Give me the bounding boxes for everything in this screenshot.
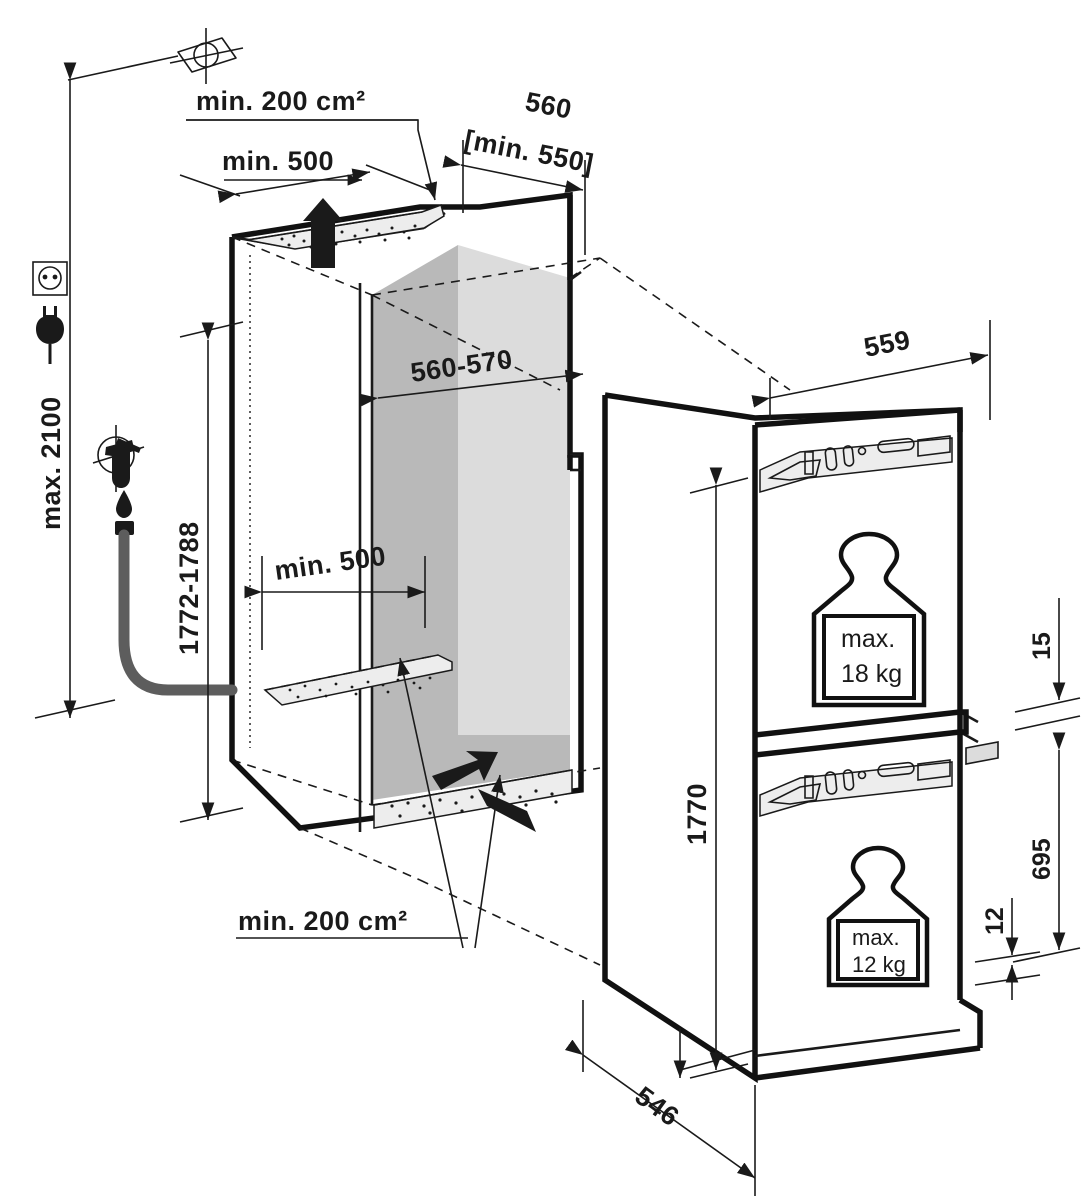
water-valve-tap-icon xyxy=(92,425,145,492)
lower-door-height-label: 695 xyxy=(1028,838,1056,880)
niche-height-label: 1772-1788 xyxy=(174,521,204,655)
side-label-tab xyxy=(965,741,999,765)
weight-lower-prefix-label: max. xyxy=(852,925,900,950)
max-height-dimension xyxy=(34,62,116,719)
top-vent-label: min. 200 cm² xyxy=(196,86,366,116)
top-depth-label: min. 500 xyxy=(222,146,334,176)
bottom-front-ventilation-slot xyxy=(373,769,573,829)
niche-width-dimension xyxy=(359,369,584,407)
airflow-up-arrow-icon xyxy=(303,198,343,268)
top-vent-leader xyxy=(186,119,438,201)
weight-max-18kg-icon xyxy=(811,531,927,708)
bottom-gap-dimension xyxy=(974,898,1041,1000)
top-gap-dimension xyxy=(1014,598,1081,731)
bottom-depth-dimension xyxy=(244,556,426,650)
bottom-front-slot-stipple xyxy=(390,789,558,818)
upper-door-handle-strip xyxy=(759,435,953,493)
niche-depth-min-label: [min. 550] xyxy=(462,124,596,178)
appliance-depth-label: 546 xyxy=(629,1081,684,1133)
power-socket-icon xyxy=(32,261,68,296)
appliance-depth-dimension xyxy=(564,1000,756,1196)
niche-height-dimension xyxy=(179,321,244,823)
top-gap-label: 15 xyxy=(1028,632,1056,660)
weight-lower-value-label: 12 kg xyxy=(852,952,906,977)
weight-max-12kg-icon xyxy=(826,845,930,988)
bottom-rear-slot-stipple xyxy=(288,676,432,699)
bottom-depth-label: min. 500 xyxy=(273,541,388,586)
bottom-vent-leaders xyxy=(236,657,504,949)
weight-upper-prefix-label: max. xyxy=(841,625,895,653)
target-leader-line xyxy=(67,55,179,81)
water-hose-icon xyxy=(115,521,238,696)
niche-interior-shading xyxy=(372,245,570,800)
appliance-width-label: 559 xyxy=(861,325,912,363)
niche-depth-label: 560 xyxy=(523,86,574,124)
weight-upper-value-label: 18 kg xyxy=(841,660,902,688)
appliance-height-dimension xyxy=(689,467,749,1079)
appliance-height-label: 1770 xyxy=(682,783,712,845)
bottom-gap-label: 12 xyxy=(981,907,1009,935)
airflow-in-arrow-icon xyxy=(432,751,536,832)
max-height-label: max. 2100 xyxy=(36,396,66,530)
appliance-width-dimension xyxy=(751,320,991,420)
water-drop-icon xyxy=(116,490,132,518)
crosshair-target-icon xyxy=(169,28,244,84)
top-depth-dimension xyxy=(179,164,431,204)
bottom-vent-label: min. 200 cm² xyxy=(238,906,408,936)
lower-door-handle-strip xyxy=(759,759,953,817)
niche-depth-dimension xyxy=(442,140,586,255)
lower-door-height-dimension xyxy=(1012,732,1081,963)
power-plug-icon xyxy=(36,306,64,364)
